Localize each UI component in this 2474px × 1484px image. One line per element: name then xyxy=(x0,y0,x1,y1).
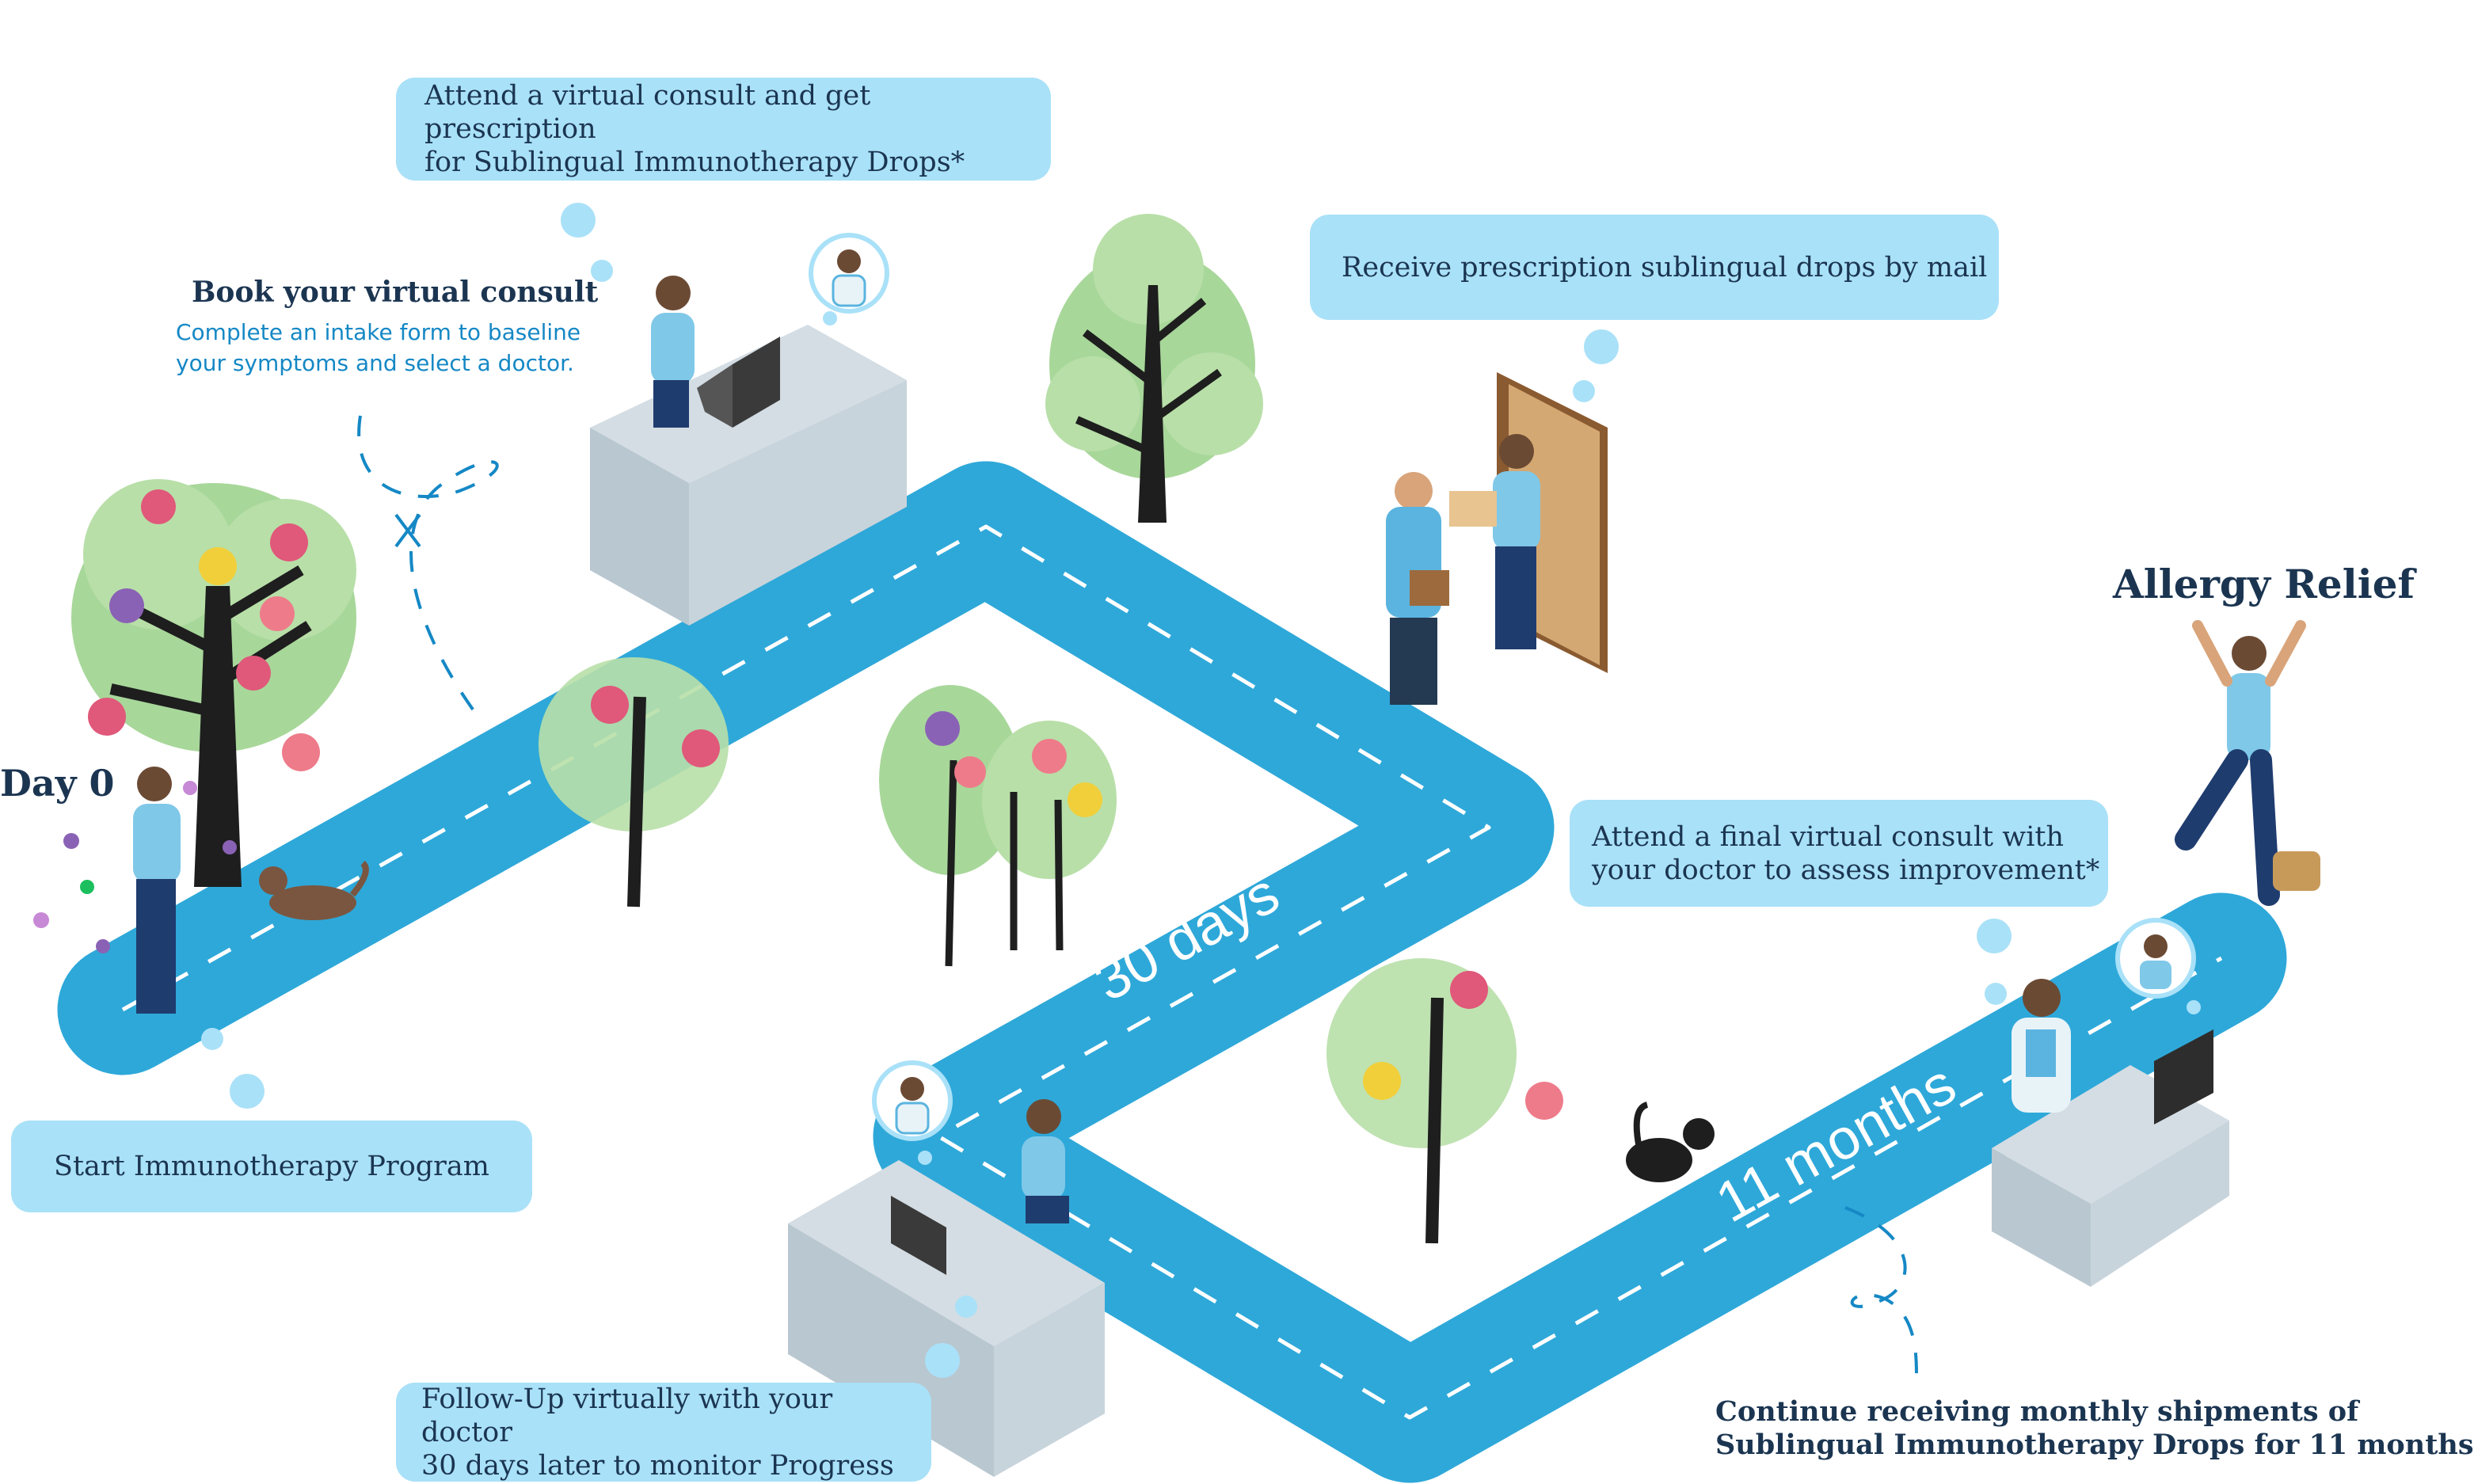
laptop-icon xyxy=(697,337,780,428)
step-start-text: Start Immunotherapy Program xyxy=(54,1151,489,1182)
step-followup-text: Follow-Up virtually with your doctor 30 … xyxy=(421,1383,931,1482)
desk-icon xyxy=(590,325,907,626)
step-continue-line1: Continue receiving monthly shipments of xyxy=(1715,1395,2359,1428)
journey-illustration: 30 days 11 months xyxy=(33,203,2320,1483)
delivery-person-figure xyxy=(1386,472,1449,705)
milestone-day0: Day 0 xyxy=(0,762,115,805)
dashed-trail-right xyxy=(1844,1206,1918,1379)
step-book-desc-line1: Complete an intake form to baseline xyxy=(176,319,581,345)
step-followup-bubble: Follow-Up virtually with your doctor 30 … xyxy=(396,1383,931,1482)
patient-figure xyxy=(651,276,695,428)
step-final-line1: Attend a final virtual consult with xyxy=(1592,820,2064,853)
step-consult-text: Attend a virtual consult and get prescri… xyxy=(424,79,1051,179)
step-consult-line2: for Sublingual Immunotherapy Drops* xyxy=(424,146,965,178)
doctor-figure xyxy=(2012,979,2071,1113)
patient-avatar-icon xyxy=(2115,918,2196,999)
monitor-icon xyxy=(2154,1029,2213,1124)
step-final-text: Attend a final virtual consult with your… xyxy=(1592,820,2099,887)
step-receive-text: Receive prescription sublingual drops by… xyxy=(1342,251,1988,283)
doctor-avatar-icon xyxy=(809,233,889,314)
milestone-allergy-relief: Allergy Relief xyxy=(2113,561,2415,607)
step-followup-line2: 30 days later to monitor Progress xyxy=(421,1449,894,1482)
flowering-tree-icon xyxy=(1326,958,1563,1244)
dashed-trail-left xyxy=(357,415,499,714)
flowering-tree-icon xyxy=(71,479,356,887)
celebrating-person-figure xyxy=(2175,620,2320,906)
step-book-title: Book your virtual consult xyxy=(192,276,599,309)
road xyxy=(57,461,2287,1483)
pollen-particles xyxy=(33,781,237,953)
step-final-line2: your doctor to assess improvement* xyxy=(1592,854,2100,886)
customer-figure xyxy=(1449,434,1540,649)
thought-dots xyxy=(201,203,2201,1378)
laptop-icon xyxy=(891,1196,946,1275)
step-continue-text: Continue receiving monthly shipments of … xyxy=(1715,1395,2474,1462)
flowering-tree-icon xyxy=(539,657,729,908)
step-final-bubble: Attend a final virtual consult with your… xyxy=(1570,800,2108,907)
step-followup-line1: Follow-Up virtually with your doctor xyxy=(421,1383,833,1448)
step-start-bubble: Start Immunotherapy Program xyxy=(11,1121,532,1212)
cat-icon xyxy=(259,860,369,920)
step-book-desc-line2: your symptoms and select a doctor. xyxy=(176,350,574,376)
tree-icon xyxy=(1045,214,1263,523)
patient-figure xyxy=(133,767,181,1014)
flowering-tree-icon xyxy=(879,685,1117,967)
patient-figure xyxy=(1022,1099,1069,1223)
step-consult-bubble: Attend a virtual consult and get prescri… xyxy=(396,78,1051,181)
step-consult-line1: Attend a virtual consult and get prescri… xyxy=(424,80,871,145)
doctor-avatar-icon xyxy=(872,1060,953,1141)
step-book-description: Complete an intake form to baseline your… xyxy=(176,317,580,379)
cat-icon xyxy=(1626,1102,1715,1182)
step-continue-line2: Sublingual Immunotherapy Drops for 11 mo… xyxy=(1715,1429,2474,1461)
step-receive-bubble: Receive prescription sublingual drops by… xyxy=(1310,215,1999,320)
